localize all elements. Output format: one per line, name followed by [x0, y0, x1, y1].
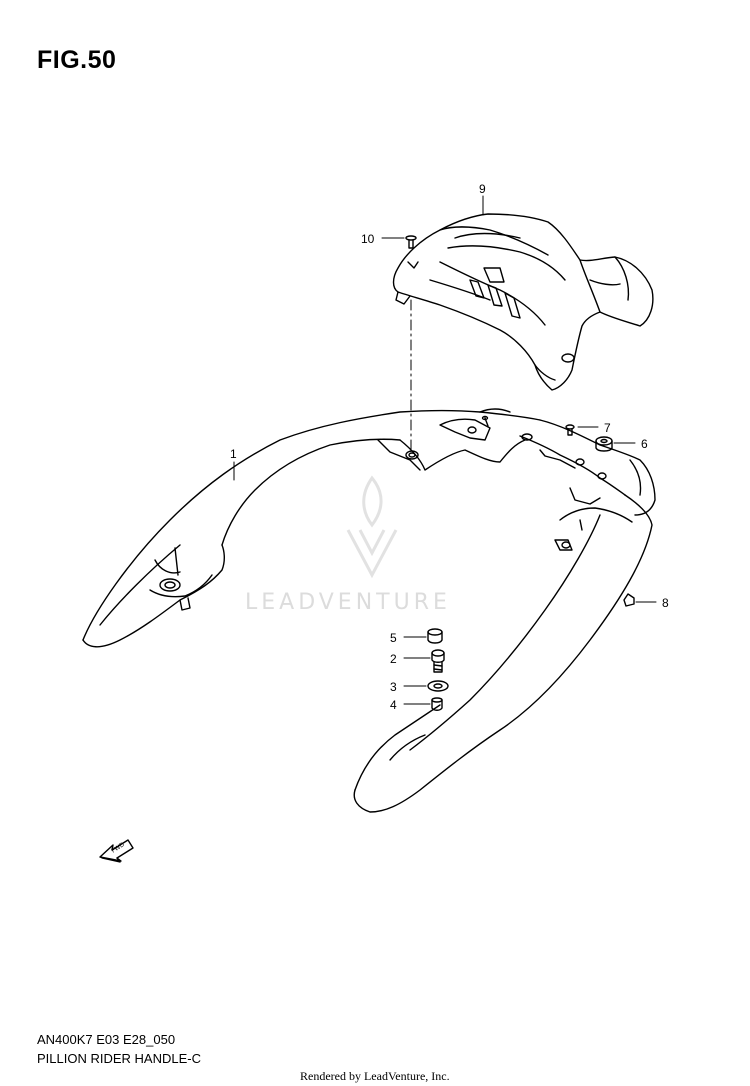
callout-3: 3: [390, 680, 397, 694]
callout-6: 6: [641, 437, 648, 451]
figure-caption: PILLION RIDER HANDLE-C: [37, 1051, 201, 1066]
screw-part-10: [405, 235, 417, 249]
leadventure-flame-logo: [346, 475, 398, 579]
rear-cover-part-9: [392, 213, 654, 391]
screw-part-7: [565, 424, 575, 436]
figure-code: AN400K7 E03 E28_050: [37, 1032, 176, 1047]
bolt-part-2: [431, 649, 445, 673]
washer-part-3: [427, 680, 449, 692]
figure-title: FIG.50: [37, 46, 117, 74]
callout-2: 2: [390, 652, 397, 666]
collar-part-4: [431, 697, 443, 711]
callout-7: 7: [604, 421, 611, 435]
watermark-text: LEADVENTURE: [245, 590, 451, 615]
callout-4: 4: [390, 698, 397, 712]
pillion-handle-part-1: [82, 408, 656, 813]
fwd-arrow-icon: [99, 839, 134, 863]
callout-8: 8: [662, 596, 669, 610]
rendered-by-footer: Rendered by LeadVenture, Inc.: [300, 1069, 450, 1083]
cap-part-5: [427, 628, 443, 644]
callout-10: 10: [361, 232, 375, 246]
grommet-part-6: [595, 436, 613, 452]
nut-part-8: [623, 593, 635, 607]
callout-5: 5: [390, 631, 397, 645]
callout-9: 9: [479, 182, 486, 196]
callout-1: 1: [230, 447, 237, 461]
